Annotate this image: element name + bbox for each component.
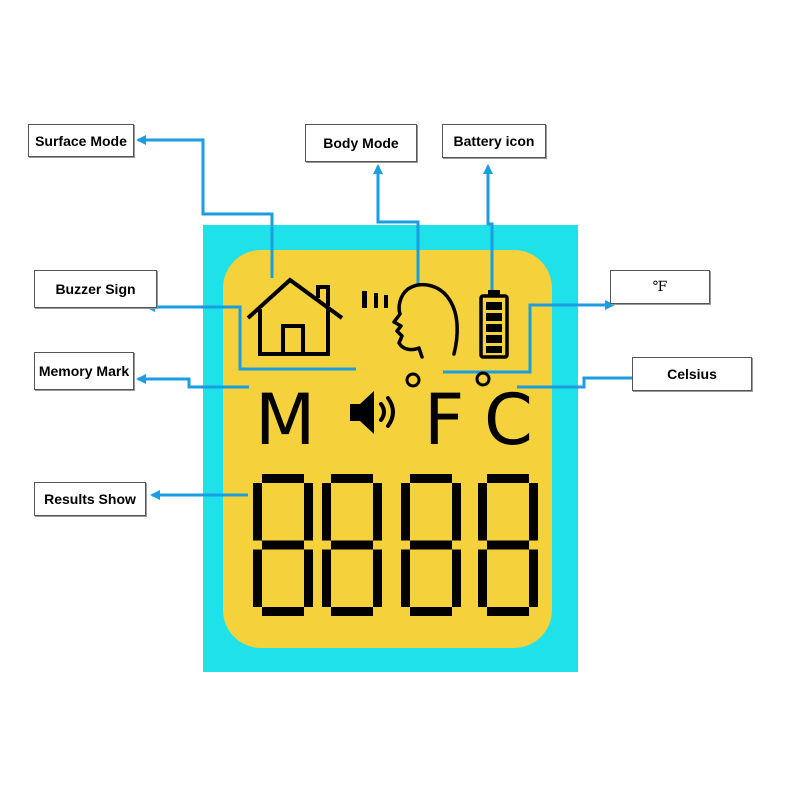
segment-f bbox=[478, 483, 487, 541]
results-digits bbox=[253, 474, 538, 616]
segment-e bbox=[478, 549, 487, 607]
segment-g bbox=[410, 540, 452, 550]
celsius-letter: C bbox=[484, 379, 533, 461]
house-icon bbox=[246, 277, 344, 356]
segment-b bbox=[373, 483, 382, 541]
seven-segment-digit bbox=[253, 474, 313, 616]
segment-a bbox=[410, 474, 452, 483]
buzzer-leader bbox=[145, 302, 356, 371]
face-profile-icon bbox=[392, 282, 459, 359]
battery-leader bbox=[483, 164, 494, 293]
segment-g bbox=[262, 540, 304, 550]
fahrenheit-letter: F bbox=[424, 379, 465, 461]
body-mode-label: Body Mode bbox=[305, 124, 417, 162]
segment-b bbox=[304, 483, 313, 541]
celsius-degree-symbol bbox=[475, 371, 491, 387]
segment-d bbox=[410, 607, 452, 616]
battery-icon-label: Battery icon bbox=[442, 124, 546, 158]
segment-a bbox=[331, 474, 373, 483]
leader-lines bbox=[136, 135, 642, 500]
seven-segment-digit bbox=[478, 474, 538, 616]
memory-mark-letter: M bbox=[255, 379, 316, 461]
segment-g bbox=[487, 540, 529, 550]
segment-f bbox=[322, 483, 331, 541]
buzzer-sign-label: Buzzer Sign bbox=[34, 270, 157, 308]
fahrenheit-degree-symbol bbox=[405, 372, 421, 388]
segment-b bbox=[529, 483, 538, 541]
segment-f bbox=[401, 483, 410, 541]
surface-mode-label: Surface Mode bbox=[28, 124, 134, 157]
speaker-icon bbox=[350, 391, 395, 434]
segment-a bbox=[262, 474, 304, 483]
segment-g bbox=[331, 540, 373, 550]
segment-b bbox=[452, 483, 461, 541]
segment-e bbox=[253, 549, 262, 607]
battery-icon bbox=[479, 290, 509, 359]
sound-waves-icon bbox=[362, 291, 388, 308]
fahrenheit-label: ℉ bbox=[610, 270, 710, 304]
segment-e bbox=[401, 549, 410, 607]
seven-segment-digit bbox=[401, 474, 461, 616]
body-mode-leader bbox=[373, 164, 420, 285]
segment-c bbox=[452, 549, 461, 607]
segment-e bbox=[322, 549, 331, 607]
memory-mark-label: Memory Mark bbox=[34, 352, 134, 390]
celsius-leader bbox=[517, 373, 642, 389]
memory-leader bbox=[136, 374, 249, 389]
segment-d bbox=[331, 607, 373, 616]
segment-f bbox=[253, 483, 262, 541]
segment-c bbox=[373, 549, 382, 607]
fahrenheit-leader bbox=[443, 300, 615, 374]
segment-d bbox=[262, 607, 304, 616]
celsius-label: Celsius bbox=[632, 357, 752, 391]
lcd-panel bbox=[223, 250, 552, 648]
seven-segment-digit bbox=[322, 474, 382, 616]
results-show-label: Results Show bbox=[34, 482, 146, 516]
surface-mode-leader bbox=[136, 135, 274, 278]
segment-a bbox=[487, 474, 529, 483]
segment-d bbox=[487, 607, 529, 616]
segment-c bbox=[529, 549, 538, 607]
segment-c bbox=[304, 549, 313, 607]
